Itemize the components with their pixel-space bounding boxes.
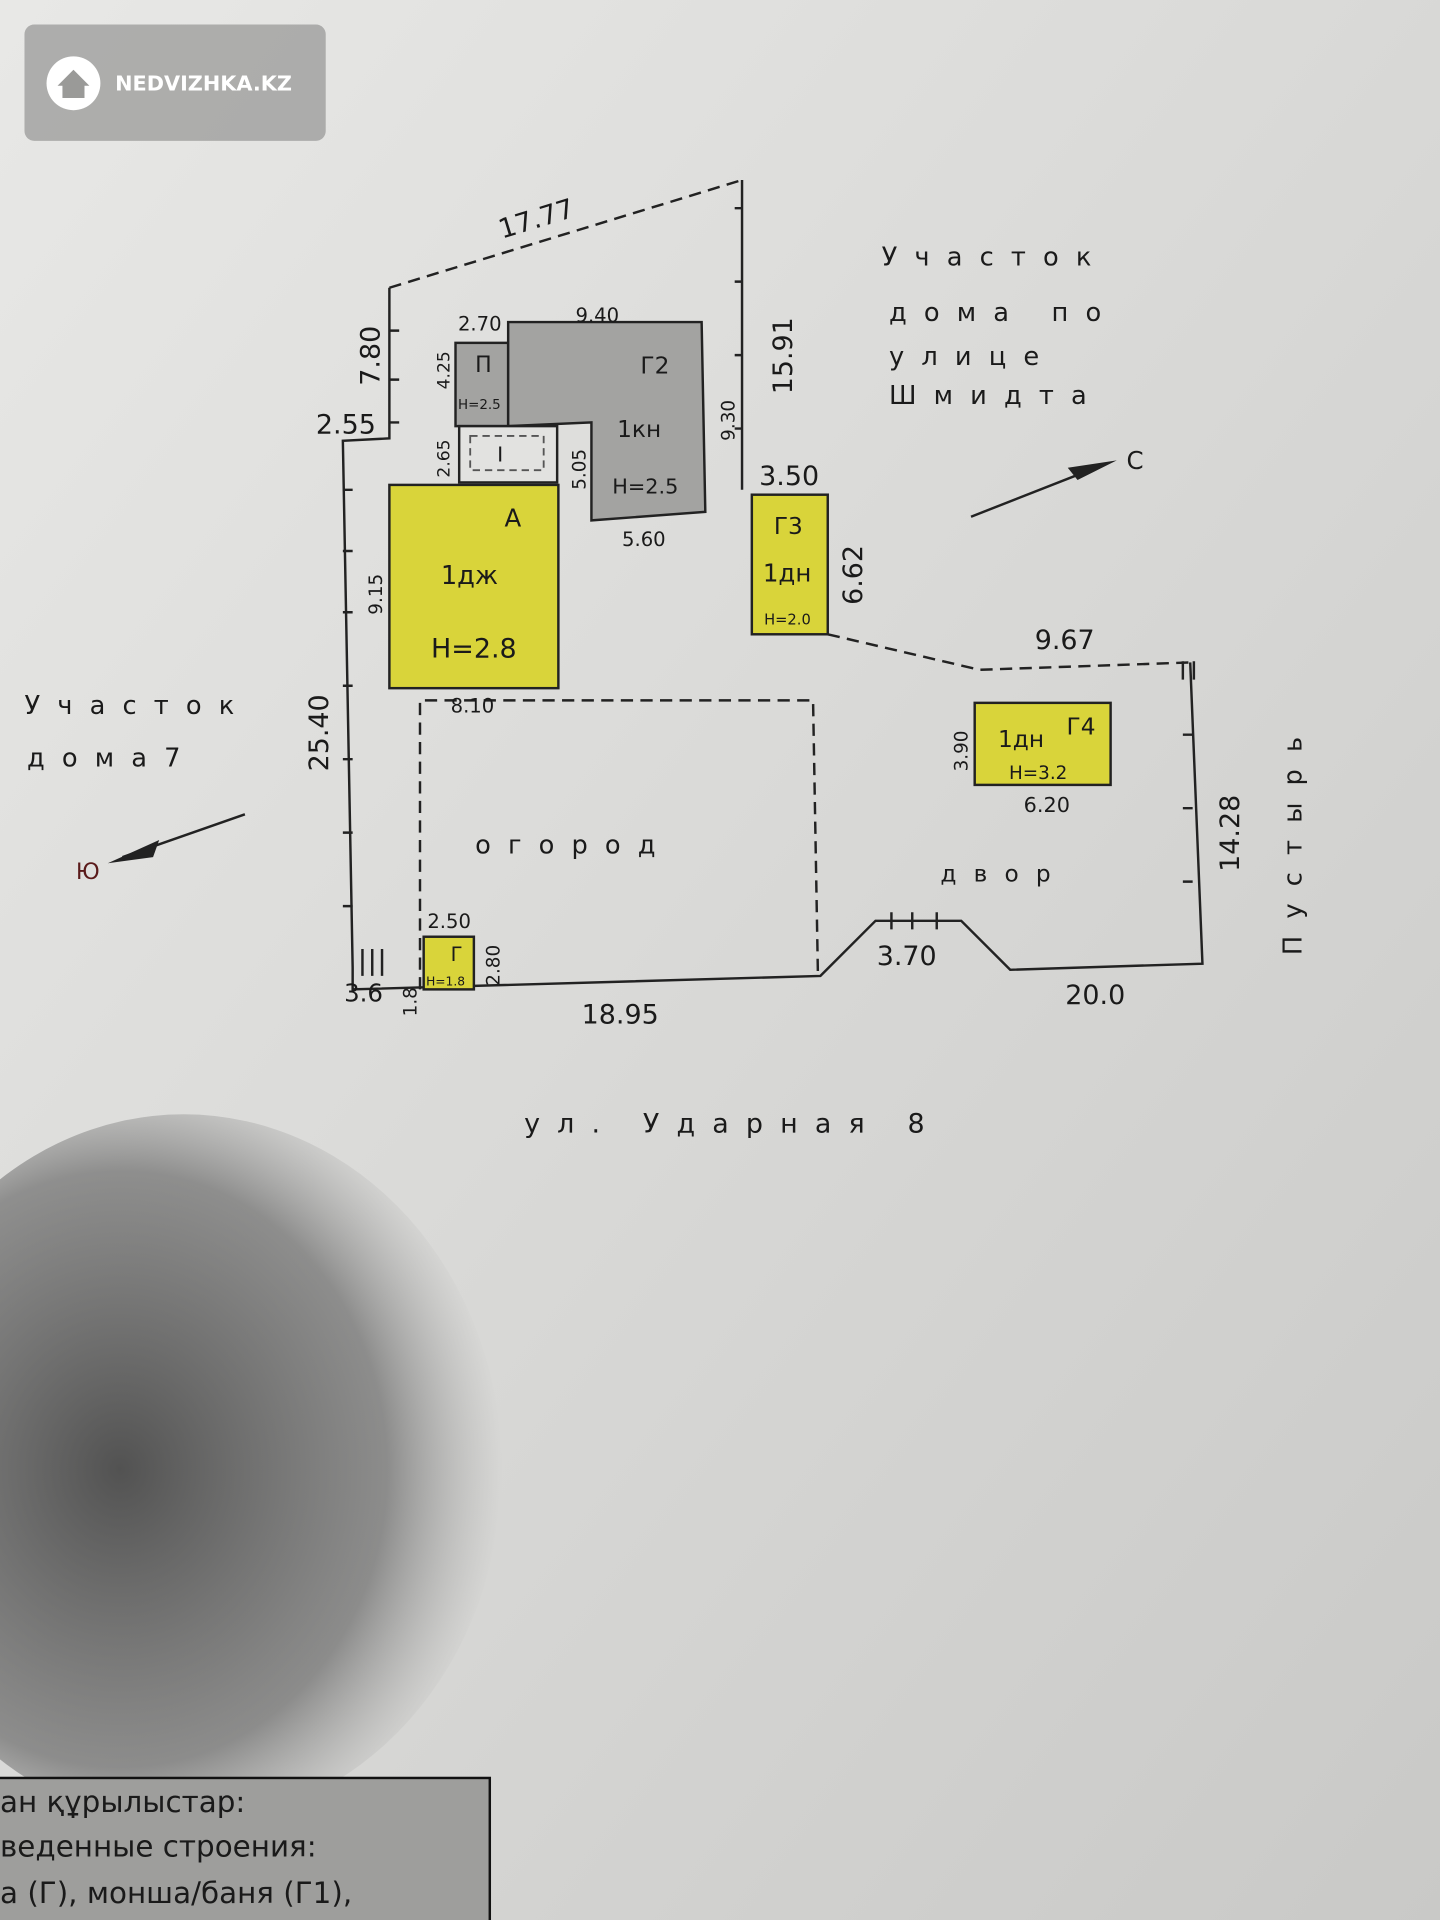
dim: 2.80	[484, 945, 505, 986]
dim: 3.70	[877, 941, 937, 972]
building-type: 1дж	[441, 561, 498, 591]
building-a[interactable]: А 1дж H=2.8	[388, 483, 560, 690]
dim: 9.40	[576, 304, 620, 327]
north-label: С	[1127, 446, 1144, 475]
dim: 2.70	[458, 313, 502, 336]
dim: 6.62	[838, 545, 869, 605]
building-code: Г4	[1067, 714, 1096, 741]
building-code: А	[504, 504, 521, 533]
dim: 5.60	[622, 528, 666, 551]
building-g2[interactable]: Г2 1кн H=2.5	[506, 320, 707, 522]
building-code: Г	[451, 943, 463, 966]
dimension-labels: 17.77 7.80 2.55 25.40 2.70 9.40 4.25 2.6…	[304, 193, 1246, 1030]
building-type: 1кн	[617, 416, 661, 443]
legend-line: веденные строения:	[0, 1829, 317, 1863]
dim: 3.90	[951, 731, 972, 772]
hand-shadow	[0, 1114, 502, 1825]
legend-box: ан құрылыстар: веденные строения: а (Г),…	[0, 1776, 492, 1920]
building-g3[interactable]: Г3 1дн H=2.0	[750, 493, 829, 636]
building-height: H=1.8	[426, 975, 465, 989]
dim: 14.28	[1215, 795, 1246, 872]
dim: 6.20	[1024, 793, 1070, 817]
neighbor-label: улице	[889, 342, 1056, 372]
dim: 2.55	[316, 409, 376, 440]
dim: 9.67	[1035, 625, 1095, 656]
dim: 20.0	[1065, 980, 1125, 1011]
dim: 7.80	[356, 326, 387, 386]
garden-label: огород	[475, 830, 673, 860]
north-arrow-icon: С	[970, 446, 1144, 518]
building-p[interactable]: П H=2.5	[454, 341, 510, 428]
building-height: H=2.0	[764, 611, 811, 628]
dim: 3.6	[344, 979, 383, 1008]
south-label: Ю	[76, 860, 100, 885]
building-height: H=2.5	[612, 474, 678, 498]
dim: 5.05	[569, 449, 590, 490]
neighbor-label: Шмидта	[889, 381, 1104, 411]
lot-boundary	[341, 178, 1204, 991]
building-code: Г2	[640, 352, 669, 379]
dim: 1.8	[400, 987, 421, 1016]
building-g[interactable]: Г H=1.8	[422, 935, 476, 991]
wasteland-label: Пустырь	[1279, 720, 1309, 955]
dim: 2.50	[427, 910, 471, 933]
neighbor-label: Участок	[24, 691, 251, 721]
legend-line: ан құрылыстар:	[0, 1785, 245, 1819]
building-g4[interactable]: 1дн Г4 H=3.2	[973, 701, 1112, 787]
building-code: I	[497, 443, 503, 467]
neighbor-label: Участок	[882, 243, 1109, 273]
building-height: H=2.5	[458, 398, 501, 413]
building-code: П	[475, 353, 492, 378]
dim: 2.65	[434, 439, 454, 477]
dim: 15.91	[768, 317, 799, 394]
building-height: H=2.8	[431, 634, 517, 665]
dim: 3.50	[759, 461, 819, 492]
dim: 9.30	[719, 400, 740, 441]
watermark[interactable]: NEDVIZHKA.KZ	[24, 24, 326, 141]
dim: 25.40	[304, 694, 335, 771]
legend-line: а (Г), монша/баня (Г1),	[0, 1876, 352, 1910]
street-label: ул. Ударная 8	[524, 1109, 942, 1140]
neighbor-label: дома7	[27, 744, 198, 774]
house-icon	[46, 56, 101, 111]
yard-label: двор	[940, 861, 1067, 888]
dim: 8.10	[451, 695, 495, 718]
area-labels: Участок дома по улице Шмидта Участок дом…	[24, 243, 1308, 1140]
building-code: Г3	[774, 513, 803, 540]
dim: 4.25	[434, 351, 454, 389]
building-type: 1дн	[998, 726, 1044, 753]
building-height: H=3.2	[1009, 763, 1067, 784]
dim: 18.95	[582, 1000, 659, 1031]
dim: 9.15	[366, 574, 387, 615]
building-type: 1дн	[763, 559, 811, 588]
neighbor-label: дома по	[889, 298, 1118, 328]
watermark-text: NEDVIZHKA.KZ	[115, 72, 292, 96]
porch-i[interactable]: I	[457, 424, 559, 484]
